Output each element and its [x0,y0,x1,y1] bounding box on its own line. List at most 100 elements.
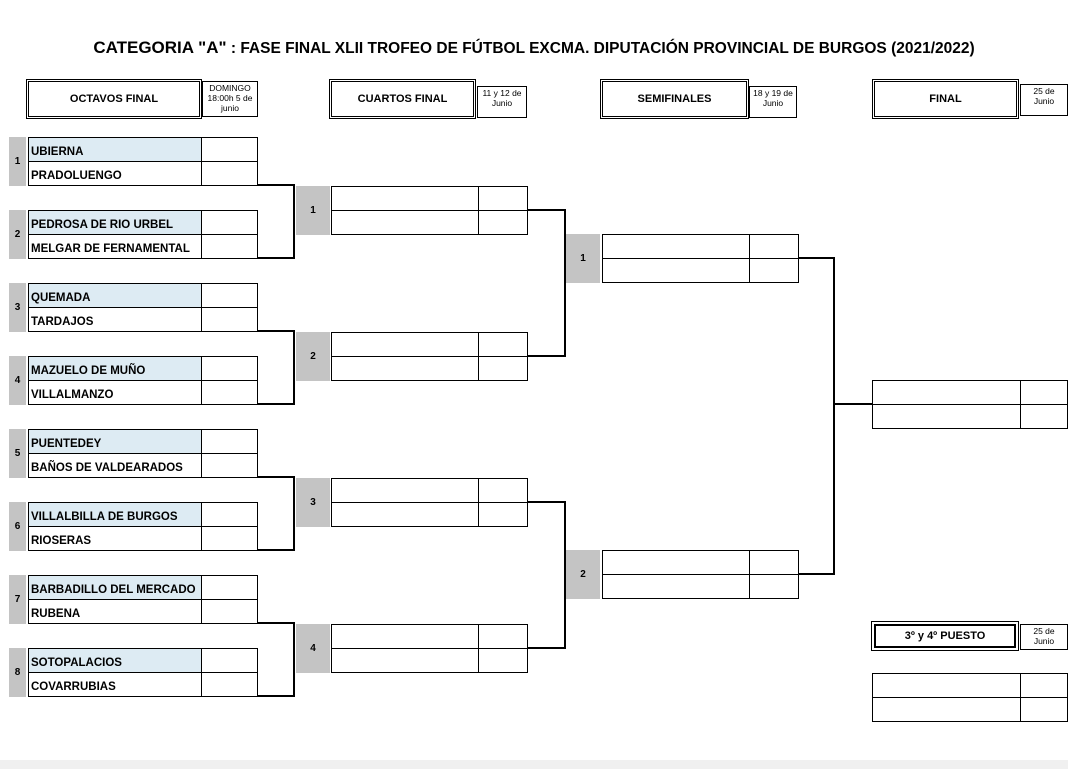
score-cell-away[interactable] [201,599,258,624]
final-team-slot[interactable] [872,404,1021,429]
team-away: PRADOLUENGO [28,161,202,186]
qf-team-slot[interactable] [331,624,479,649]
qf-score-cell[interactable] [478,186,528,211]
team-away: BAÑOS DE VALDEARADOS [28,453,202,478]
qf-number: 3 [296,478,330,527]
bracket-connector [527,209,566,211]
bracket-connector [257,184,295,186]
qf-team-slot[interactable] [331,356,479,381]
match-number: 7 [9,575,26,624]
sf-score-cell[interactable] [749,258,799,283]
team-away: TARDAJOS [28,307,202,332]
score-cell-away[interactable] [201,453,258,478]
qf-score-cell[interactable] [478,502,528,527]
score-cell-home[interactable] [201,648,258,673]
qf-score-cell[interactable] [478,648,528,673]
bracket-connector [293,476,295,551]
match-number: 2 [9,210,26,259]
sf-score-cell[interactable] [749,574,799,599]
qf-team-slot[interactable] [331,502,479,527]
sf-score-cell[interactable] [749,550,799,575]
third-team-slot[interactable] [872,673,1021,698]
score-cell-home[interactable] [201,283,258,308]
date-cuartos-line: 11 y 12 de [482,88,522,98]
score-cell-home[interactable] [201,137,258,162]
qf-team-slot[interactable] [331,210,479,235]
bracket-connector [257,549,295,551]
bracket-connector [293,330,295,405]
bracket-connector [527,647,566,649]
third-team-slot[interactable] [872,697,1021,722]
sf-team-slot[interactable] [602,234,750,259]
qf-score-cell[interactable] [478,332,528,357]
bracket-connector [257,695,295,697]
header-final: FINAL [874,81,1017,117]
team-home: QUEMADA [28,283,202,308]
bracket-connector [833,403,873,405]
score-cell-away[interactable] [201,307,258,332]
bracket-connector [564,501,566,649]
bracket-connector [527,355,566,357]
final-score-cell[interactable] [1020,380,1068,405]
bracket-connector [564,209,566,357]
qf-score-cell[interactable] [478,356,528,381]
header-octavos: OCTAVOS FINAL [28,81,200,117]
bracket-connector [257,330,295,332]
team-home: PUENTEDEY [28,429,202,454]
score-cell-home[interactable] [201,502,258,527]
qf-team-slot[interactable] [331,648,479,673]
team-home: SOTOPALACIOS [28,648,202,673]
bracket-connector [257,622,295,624]
third-score-cell[interactable] [1020,673,1068,698]
header-cuartos: CUARTOS FINAL [331,81,474,117]
qf-score-cell[interactable] [478,478,528,503]
sf-team-slot[interactable] [602,550,750,575]
final-score-cell[interactable] [1020,404,1068,429]
qf-team-slot[interactable] [331,478,479,503]
footer-bar [0,760,1068,769]
score-cell-home[interactable] [201,575,258,600]
third-score-cell[interactable] [1020,697,1068,722]
team-away: RUBENA [28,599,202,624]
score-cell-away[interactable] [201,380,258,405]
sf-team-slot[interactable] [602,574,750,599]
qf-team-slot[interactable] [331,332,479,357]
sf-number: 2 [566,550,600,599]
bracket-connector [257,257,295,259]
bracket-connector [257,476,295,478]
page-title: CATEGORIA "A" : FASE FINAL XLII TROFEO D… [0,38,1068,58]
match-number: 8 [9,648,26,697]
qf-number: 4 [296,624,330,673]
score-cell-away[interactable] [201,161,258,186]
qf-score-cell[interactable] [478,210,528,235]
header-semis: SEMIFINALES [602,81,747,117]
score-cell-home[interactable] [201,210,258,235]
score-cell-home[interactable] [201,429,258,454]
qf-score-cell[interactable] [478,624,528,649]
date-third-place-line: 25 de [1033,626,1055,636]
date-semis-line: Junio [762,98,784,108]
bracket-connector [798,257,835,259]
team-away: MELGAR DE FERNAMENTAL [28,234,202,259]
date-final-line: Junio [1033,96,1055,106]
qf-team-slot[interactable] [331,186,479,211]
score-cell-away[interactable] [201,526,258,551]
team-away: COVARRUBIAS [28,672,202,697]
team-home: PEDROSA DE RIO URBEL [28,210,202,235]
score-cell-away[interactable] [201,234,258,259]
score-cell-home[interactable] [201,356,258,381]
match-number: 1 [9,137,26,186]
date-cuartos-line: Junio [491,98,513,108]
sf-number: 1 [566,234,600,283]
sf-score-cell[interactable] [749,234,799,259]
qf-number: 2 [296,332,330,381]
match-number: 5 [9,429,26,478]
team-away: VILLALMANZO [28,380,202,405]
score-cell-away[interactable] [201,672,258,697]
date-final-line: 25 de [1033,86,1055,96]
final-team-slot[interactable] [872,380,1021,405]
sf-team-slot[interactable] [602,258,750,283]
